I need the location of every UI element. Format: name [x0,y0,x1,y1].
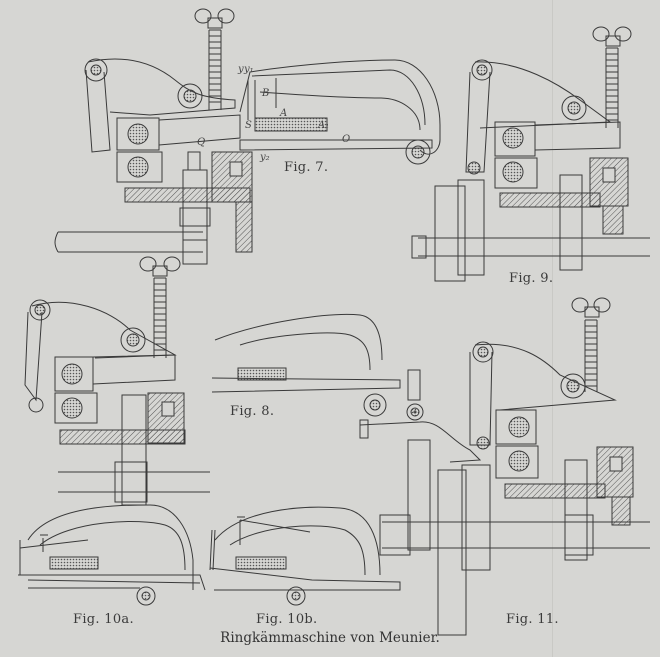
part-label-O: O [342,134,350,145]
figure-10a-drawing [18,504,206,606]
figure-8-label: Fig. 8. [230,404,275,419]
wing-nut-icon [571,297,611,318]
wing-nut-icon [139,256,181,277]
figure-caption: Ringkämmaschine von Meunier. [220,630,440,646]
spring-icon [605,47,619,128]
figure-10b-drawing [209,506,401,606]
part-label-S: S [245,120,252,131]
figure-8-drawing [24,256,424,506]
figure-11-label: Fig. 11. [506,612,559,627]
figure-7-drawing [54,8,441,265]
column-rule [552,0,553,657]
part-label-B: B [261,88,269,99]
wing-nut-icon [592,26,632,47]
figure-9-drawing [411,26,650,282]
part-label-y: y [237,64,244,75]
part-labels: y y₁ y₂ A A₁ B O Q S [197,64,350,163]
spring-icon [584,319,598,392]
part-label-A: A [279,108,287,119]
part-label-y2: y₂ [259,152,270,163]
figure-11-drawing [359,297,650,636]
figure-9-label: Fig. 9. [509,271,554,286]
figure-7-label: Fig. 7. [284,160,329,175]
spring-icon [153,277,167,358]
figure-10a-label: Fig. 10a. [73,612,134,627]
part-label-A1: A₁ [317,120,329,131]
figure-10b-label: Fig. 10b. [256,612,318,627]
part-label-y1: y₁ [243,64,254,75]
wing-nut-icon [194,8,235,29]
part-label-Q: Q [197,137,205,148]
